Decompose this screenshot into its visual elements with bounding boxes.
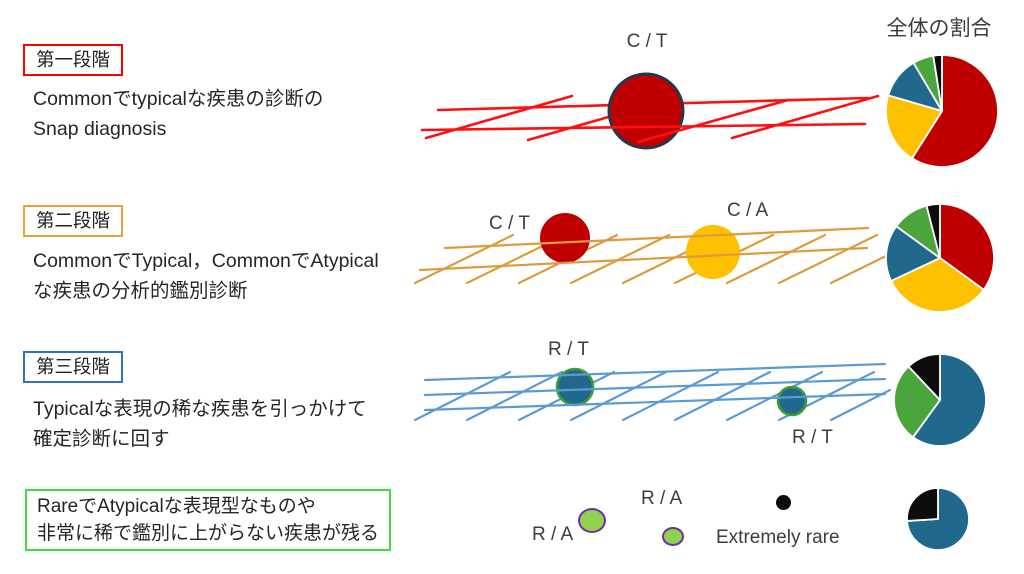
rare-atypical-circle-2 — [662, 527, 684, 546]
pie-slice-black — [907, 353, 941, 401]
extremely-rare-dot — [776, 495, 791, 510]
pie-chart-stage3 — [893, 353, 987, 447]
stage3-net-and-circles — [413, 362, 892, 422]
stage1-net-and-circle — [420, 72, 880, 150]
pie-slice-yellow — [885, 94, 943, 160]
extremely-rare-label: Extremely rare — [716, 527, 840, 548]
pie-slice-red — [939, 203, 995, 291]
stage1-label-box: 第一段階 — [23, 44, 124, 76]
stage2-description-line1: CommonでTypical，CommonでAtypical — [33, 250, 379, 272]
stage1-marker-ct-label: C / T — [626, 31, 668, 52]
stage4-remaining-box: RareでAtypicalな表現型なものや 非常に稀で鑑別に上がらない疾患が残る — [25, 489, 392, 551]
rare-typical-circle-2 — [776, 385, 808, 417]
stage2-marker-ct-label: C / T — [489, 213, 530, 234]
pie-chart-stage1 — [885, 54, 999, 168]
stage3-marker-rt2-label: R / T — [792, 427, 833, 448]
pie-slice-green — [893, 365, 941, 439]
pie-slice-teal — [912, 353, 987, 447]
stage1-description-line2: Snap diagnosis — [33, 118, 167, 140]
pie-slice-black — [932, 54, 943, 112]
stage4-marker-ra1-label: R / A — [532, 524, 574, 545]
stage2-label-box: 第二段階 — [23, 205, 124, 237]
stage3-marker-rt1-label: R / T — [548, 339, 589, 360]
stage4-description-line2: 非常に稀で鑑別に上がらない疾患が残る — [37, 523, 380, 544]
stage3-description-line1: Typicalな表現の稀な疾患を引っかけて — [33, 398, 367, 420]
stage4-marker-ra2-label: R / A — [641, 488, 683, 509]
stage4-description-line1: RareでAtypicalな表現型なものや — [37, 496, 316, 517]
pie-chart-remaining — [906, 487, 970, 551]
pie-chart-stage2 — [885, 203, 995, 313]
stage2-net-and-circles — [413, 213, 892, 285]
stage3-description: Typicalな表現の稀な疾患を引っかけて 確定診断に回す — [33, 394, 367, 454]
common-atypical-circle — [686, 225, 740, 279]
stage1-description-line1: Commonでtypicalな疾患の診断の — [33, 88, 324, 110]
pie-slice-black — [906, 487, 939, 522]
stage1-description: Commonでtypicalな疾患の診断の Snap diagnosis — [33, 84, 323, 144]
common-typical-circle — [607, 72, 685, 150]
common-typical-circle-small — [540, 213, 590, 263]
stage2-description-line2: な疾患の分析的鑑別診断 — [33, 280, 248, 302]
pie-column-title: 全体の割合 — [886, 17, 992, 40]
pie-slice-teal — [885, 225, 941, 282]
pie-slice-red — [911, 54, 999, 168]
stage2-description: CommonでTypical，CommonでAtypical な疾患の分析的鑑別… — [33, 246, 379, 306]
stage3-description-line2: 確定診断に回す — [33, 428, 170, 450]
stage2-marker-ca-label: C / A — [727, 200, 769, 221]
pie-slice-yellow — [890, 257, 985, 313]
pie-slice-black — [925, 203, 941, 259]
rare-atypical-circle-1 — [578, 508, 606, 533]
stage3-label-box: 第三段階 — [23, 351, 124, 383]
